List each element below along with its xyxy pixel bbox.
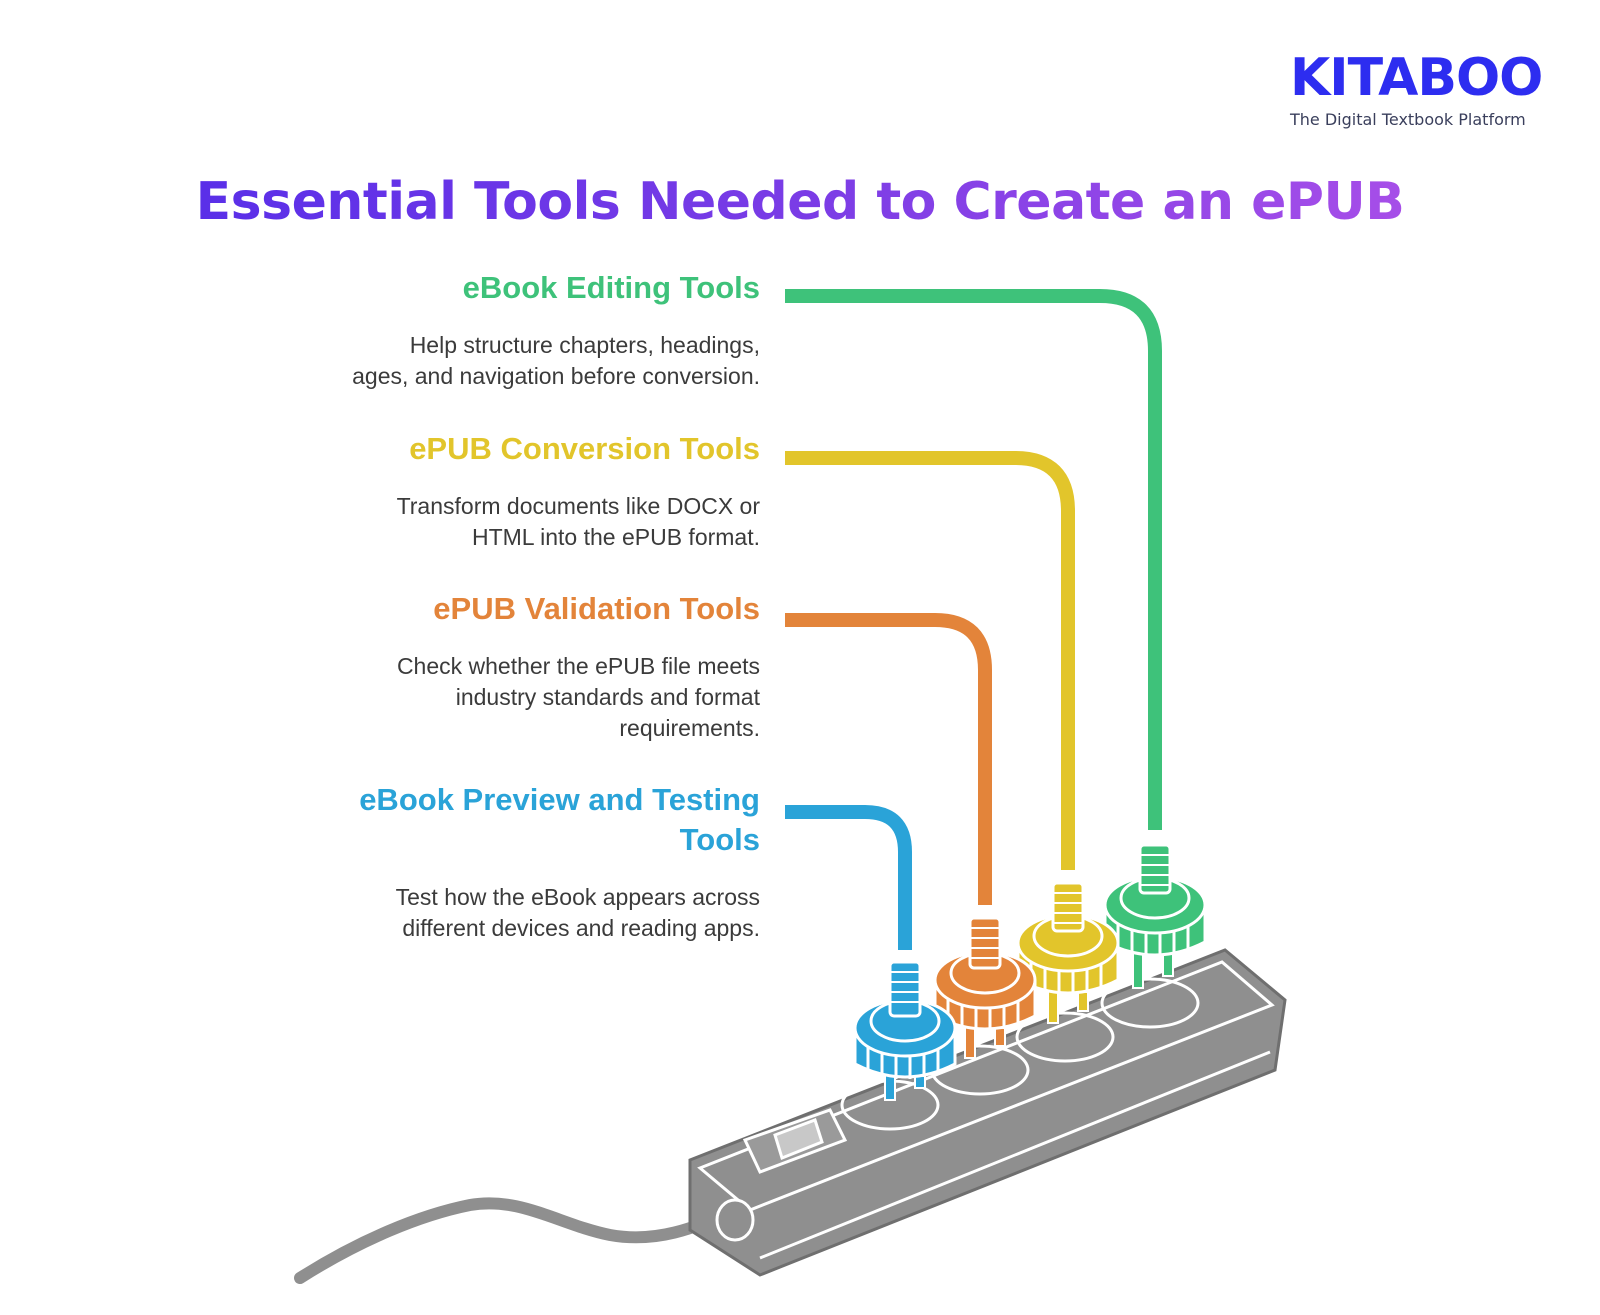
- kitaboo-logo: KITABOO The Digital Textbook Platform: [1290, 52, 1570, 129]
- plug-preview: [853, 960, 957, 1101]
- tool-item-editing: eBook Editing Tools Help structure chapt…: [352, 268, 760, 392]
- power-cord: [294, 1197, 736, 1284]
- strip-edge-line: [759, 1050, 1271, 1260]
- socket-3: [1015, 1011, 1115, 1063]
- logo-tagline: The Digital Textbook Platform: [1290, 110, 1526, 129]
- strip-housing: [688, 948, 1287, 1277]
- tool-desc-conversion: Transform documents like DOCX or HTML in…: [396, 493, 760, 550]
- logo-wordmark: KITABOO: [1290, 48, 1543, 108]
- cable-editing: [785, 289, 1162, 830]
- plug-conversion: [1016, 881, 1120, 1024]
- tool-desc-validation: Check whether the ePUB file meets indust…: [396, 653, 760, 741]
- tool-item-preview: eBook Preview and Testing Tools Test how…: [359, 780, 760, 944]
- power-switch: [742, 1108, 848, 1174]
- socket-4: [1100, 977, 1200, 1029]
- page-title: Essential Tools Needed to Create an ePUB: [195, 172, 1405, 232]
- tool-title-validation: ePUB Validation Tools: [433, 591, 760, 626]
- tool-title-editing: eBook Editing Tools: [462, 270, 760, 305]
- tool-desc-editing: Help structure chapters, headings, ages,…: [352, 332, 760, 389]
- cord-connector: [715, 1198, 755, 1242]
- cable-validation: [785, 613, 992, 905]
- cable-preview: [785, 805, 912, 950]
- tool-title-preview: eBook Preview and Testing Tools: [359, 782, 760, 857]
- tool-title-conversion: ePUB Conversion Tools: [409, 431, 760, 466]
- plug-editing: [1103, 843, 1207, 989]
- power-strip: [294, 948, 1287, 1284]
- strip-top-outline: [697, 960, 1275, 1212]
- cable-conversion: [785, 451, 1075, 870]
- tool-item-validation: ePUB Validation Tools Check whether the …: [397, 589, 760, 744]
- tool-desc-preview: Test how the eBook appears across differ…: [395, 884, 760, 941]
- tool-item-conversion: ePUB Conversion Tools Transform document…: [397, 429, 760, 553]
